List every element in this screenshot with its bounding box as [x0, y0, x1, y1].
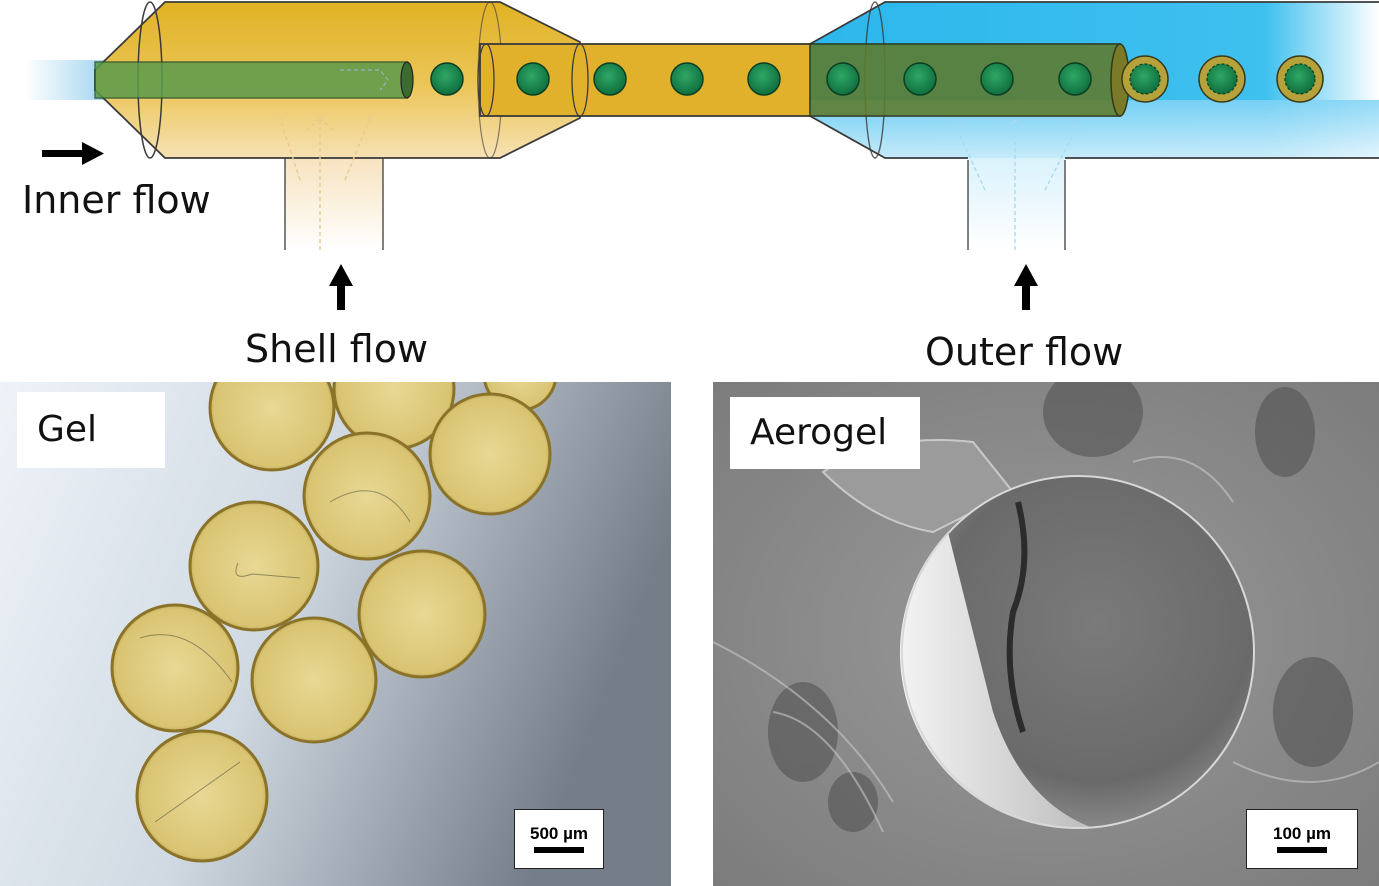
inner-capillary	[94, 61, 408, 99]
gel-beads-image	[0, 382, 671, 886]
gel-scale-bar-label: 500 µm	[530, 824, 588, 843]
gel-micrograph-panel: Gel 500 µm	[0, 382, 671, 886]
shell-flow-arrow-icon	[329, 264, 353, 310]
inner-flow-arrow-icon	[42, 142, 104, 165]
shell-inlet-flow-arrows	[279, 116, 371, 250]
gel-bead	[110, 382, 557, 863]
outer-inlet-flow-arrows	[953, 118, 1080, 250]
aerogel-sphere	[899, 475, 1255, 829]
aerogel-sem-panel: Aerogel 100 µm	[713, 382, 1379, 886]
aerogel-scale-bar-line	[1277, 847, 1327, 853]
core-droplets	[430, 62, 1092, 96]
microfluidic-device-diagram	[25, 1, 1379, 310]
gel-tag: Gel	[17, 392, 165, 468]
aerogel-scale-bar-label: 100 µm	[1273, 824, 1331, 843]
outer-inlet-channel	[968, 130, 1065, 250]
outer-flow-label: Outer flow	[925, 330, 1124, 374]
gel-scale-bar: 500 µm	[514, 809, 604, 869]
shell-flow-label: Shell flow	[245, 327, 429, 371]
aerogel-sem-image	[713, 382, 1379, 886]
aerogel-tag: Aerogel	[730, 397, 920, 469]
gel-scale-bar-line	[534, 847, 584, 853]
core-shell-droplets	[1121, 55, 1324, 103]
outer-flow-arrow-icon	[1014, 264, 1038, 310]
inner-flow-label: Inner flow	[22, 178, 211, 222]
aerogel-scale-bar: 100 µm	[1246, 809, 1358, 869]
